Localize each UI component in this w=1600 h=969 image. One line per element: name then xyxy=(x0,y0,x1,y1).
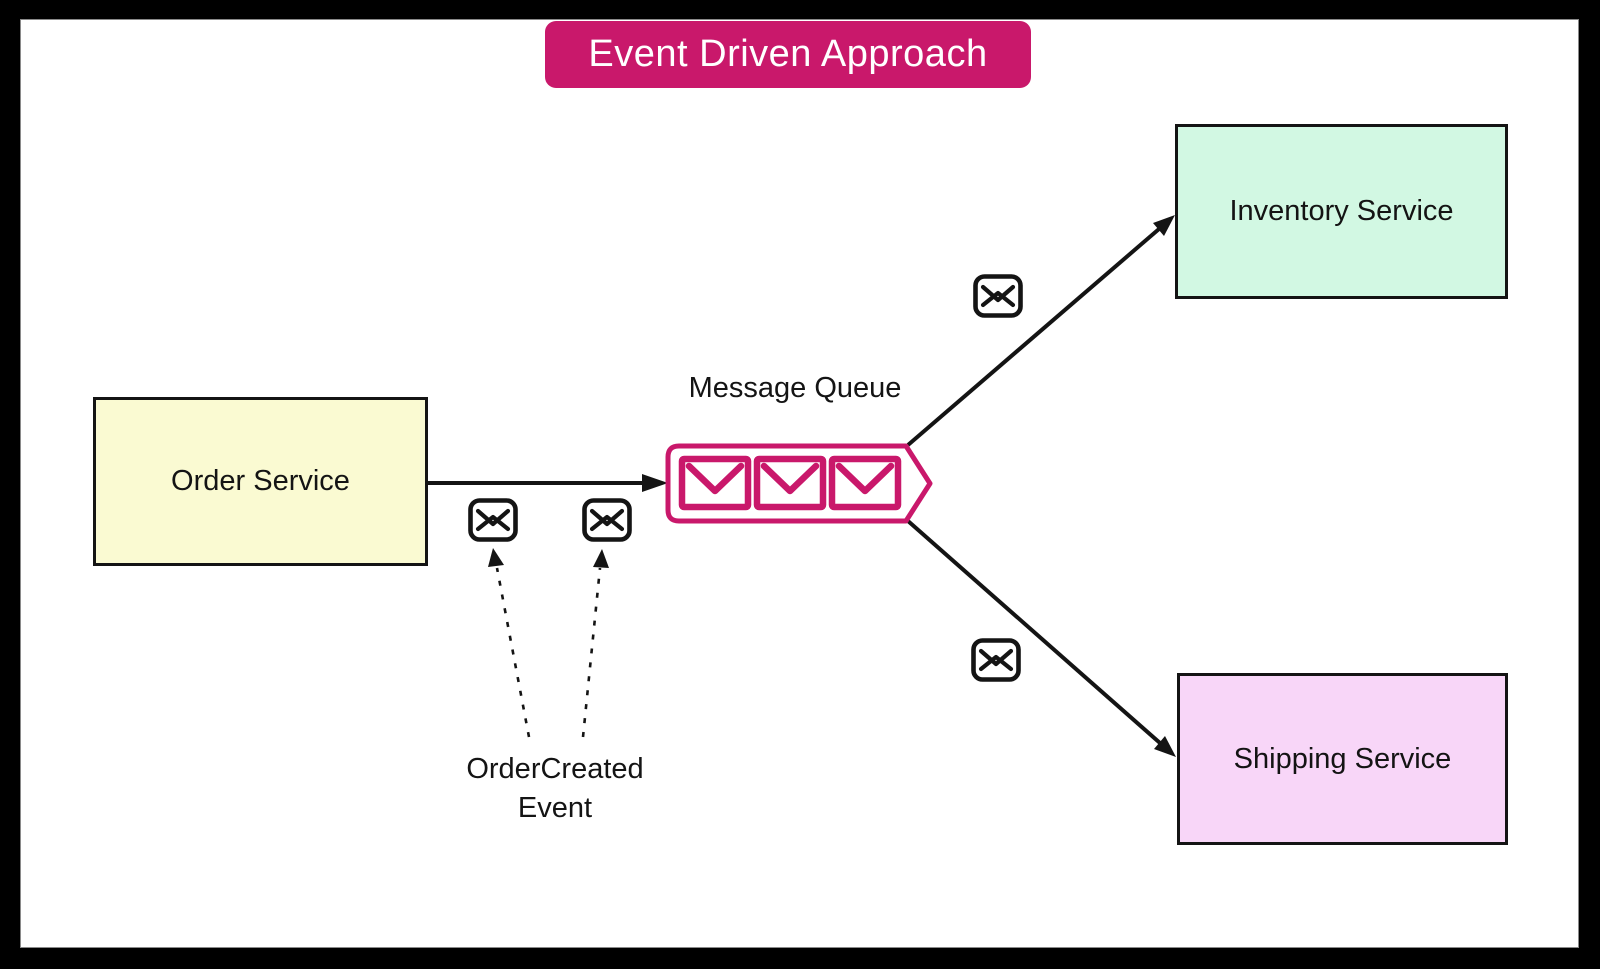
envelope-icon xyxy=(471,501,516,540)
arrowhead xyxy=(1153,215,1175,236)
edge-order-to-queue xyxy=(428,474,668,492)
envelope-icon xyxy=(753,455,827,511)
event-annotation-label: OrderCreated Event xyxy=(430,750,680,828)
arrowhead xyxy=(642,474,668,492)
node-inventory-service: Inventory Service xyxy=(1175,124,1508,299)
event-annotation-line2: Event xyxy=(517,792,593,824)
envelope-icon xyxy=(976,277,1021,316)
event-annotation-line1: OrderCreated xyxy=(466,753,644,785)
message-queue-shape xyxy=(665,443,933,524)
edge-queue-to-inventory xyxy=(906,215,1175,447)
diagram-title: Event Driven Approach xyxy=(545,21,1031,88)
arrowhead xyxy=(593,549,609,568)
node-shipping-service: Shipping Service xyxy=(1177,673,1508,845)
envelope-icon xyxy=(828,455,902,511)
envelope-icon xyxy=(585,501,630,540)
node-order-service: Order Service xyxy=(93,397,428,566)
annotation-arrow-left xyxy=(488,548,531,738)
node-label: Inventory Service xyxy=(1229,195,1454,227)
annotation-arrow-right xyxy=(581,549,609,738)
message-queue-label: Message Queue xyxy=(688,372,902,404)
edge-queue-to-shipping xyxy=(906,519,1176,757)
arrowhead xyxy=(1154,736,1176,757)
node-label: Shipping Service xyxy=(1233,742,1452,775)
arrowhead xyxy=(488,548,504,567)
envelope-icon xyxy=(678,455,752,511)
envelope-icon xyxy=(974,641,1019,680)
node-label: Order Service xyxy=(171,465,350,497)
